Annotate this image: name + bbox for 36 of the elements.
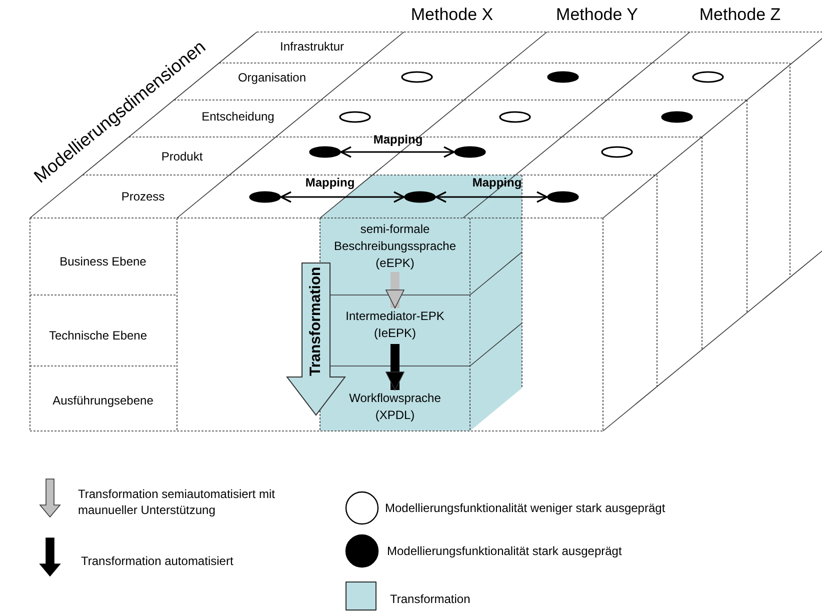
- filled-ellipse-marker: [661, 111, 693, 123]
- block-arrow: [286, 262, 346, 416]
- ellipse-marker: [692, 71, 724, 83]
- legend-text: Transformation semiautomatisiert mit maunueller Unterstützung: [78, 486, 276, 518]
- level-label: Business Ebene: [60, 254, 146, 270]
- legend-text: Transformation automatisiert: [81, 553, 234, 569]
- edge-label: Mapping: [305, 176, 355, 190]
- arrow-label: Transformation: [307, 270, 325, 376]
- filled-ellipse-marker: [249, 191, 281, 203]
- row-label: Prozess: [121, 190, 165, 204]
- double-arrow: [280, 191, 405, 203]
- double-arrow: [340, 146, 455, 158]
- level-label: Technische Ebene: [48, 328, 148, 344]
- column-header: Methode Z: [699, 5, 781, 25]
- legend-text: Transformation: [390, 591, 470, 607]
- column-header: Methode X: [410, 5, 494, 25]
- filled-ellipse-marker: [454, 146, 486, 158]
- filled-ellipse-marker: [547, 71, 579, 83]
- column-header: Methode Y: [556, 5, 638, 25]
- row-label: Infrastruktur: [280, 40, 344, 54]
- ellipse-marker: [339, 111, 371, 123]
- ellipse-marker: [499, 111, 531, 123]
- ellipse-marker: [401, 71, 433, 83]
- level-text: semi-formale Beschreibungssprache (eEPK): [328, 221, 462, 272]
- filled-ellipse-marker: [309, 146, 341, 158]
- ellipse-marker: [601, 146, 633, 158]
- block-arrow: [386, 272, 404, 308]
- block-arrow: [386, 344, 404, 390]
- filled-ellipse-marker: [547, 191, 579, 203]
- level-text: Workflowsprache (XPDL): [328, 390, 462, 426]
- level-label: Ausführungsebene: [52, 394, 154, 408]
- legend-text: Modellierungsfunktionalität weniger stark ausgeprägt: [385, 500, 666, 516]
- level-text: Intermediator-EPK (IeEPK): [328, 308, 462, 344]
- double-arrow: [435, 191, 548, 203]
- legend-text: Modellierungsfunktionalität stark ausgeprägt: [387, 543, 622, 559]
- row-label: Organisation: [238, 70, 306, 86]
